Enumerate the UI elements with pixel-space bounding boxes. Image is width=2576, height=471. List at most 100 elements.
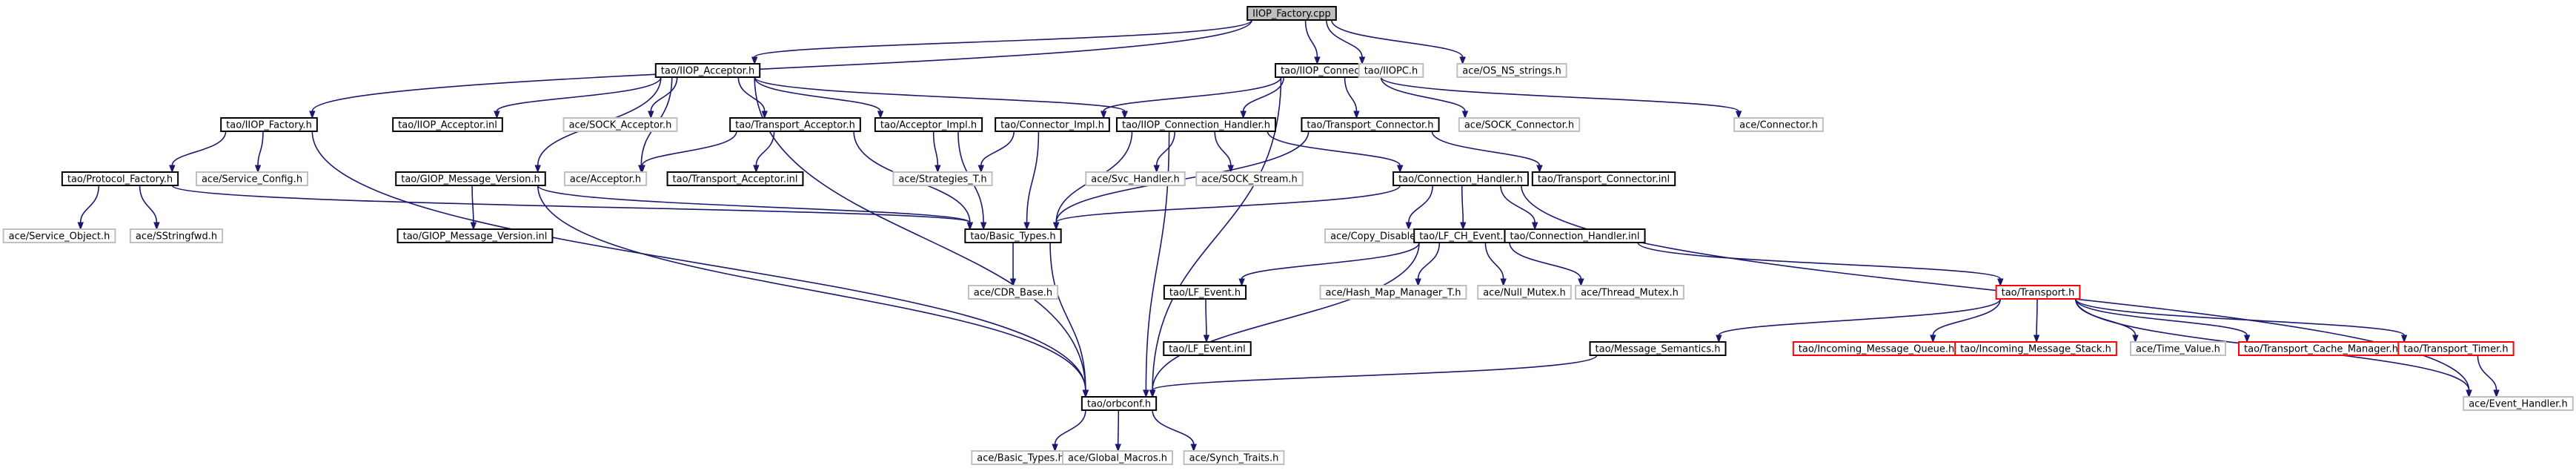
- node-sstringfwd[interactable]: ace/SStringfwd.h: [129, 228, 224, 243]
- node-acceptor-h[interactable]: tao/IIOP_Acceptor.h: [654, 63, 761, 78]
- edge-connector-impl-to-strategies-t: [977, 131, 1015, 174]
- edge-acceptor-h-to-acceptor-impl: [754, 76, 884, 119]
- node-ace-basic-types[interactable]: ace/Basic_Types.h: [971, 450, 1070, 465]
- node-box: [61, 171, 179, 186]
- node-box: [562, 117, 678, 132]
- node-service-object[interactable]: ace/Service_Object.h: [2, 228, 116, 243]
- node-label: tao/Incoming_Message_Stack.h: [1960, 344, 2111, 355]
- node-box: [1575, 285, 1684, 300]
- edge-transport-to-cache-manager: [2074, 298, 2251, 343]
- node-transport[interactable]: tao/Transport.h: [1995, 285, 2081, 300]
- node-cache-manager[interactable]: tao/Transport_Cache_Manager.h: [2238, 341, 2404, 356]
- edge-conn-handler-iiop-to-svc-handler: [1153, 131, 1176, 174]
- node-box: [392, 117, 503, 132]
- node-time-value[interactable]: ace/Time_Value.h: [2130, 341, 2226, 356]
- node-connector-impl[interactable]: tao/Connector_Impl.h: [995, 117, 1110, 132]
- node-event-handler[interactable]: ace/Event_Handler.h: [2463, 396, 2574, 411]
- node-cdr-base[interactable]: ace/CDR_Base.h: [967, 285, 1059, 300]
- node-label: IIOP_Factory.cpp: [1252, 9, 1331, 20]
- node-incoming-stack[interactable]: tao/Incoming_Message_Stack.h: [1954, 341, 2117, 356]
- node-connection-handler[interactable]: tao/Connection_Handler.h: [1392, 171, 1529, 186]
- node-box: [654, 63, 761, 78]
- node-service-config[interactable]: ace/Service_Config.h: [195, 171, 309, 186]
- node-thread-mutex[interactable]: ace/Thread_Mutex.h: [1575, 285, 1684, 300]
- node-transport-acceptor-inl[interactable]: tao/Transport_Acceptor.inl: [666, 171, 804, 186]
- node-sock-acceptor[interactable]: ace/SOCK_Acceptor.h: [562, 117, 678, 132]
- node-factory-h[interactable]: tao/IIOP_Factory.h: [220, 117, 318, 132]
- node-box: [1733, 117, 1824, 132]
- edge-orbconf-to-global-macros: [1115, 409, 1121, 452]
- node-transport-acceptor[interactable]: tao/Transport_Acceptor.h: [729, 117, 861, 132]
- node-label: tao/IIOP_Acceptor.inl: [398, 120, 497, 131]
- node-box: [995, 117, 1110, 132]
- edge-root-to-acceptor-h: [751, 19, 1252, 65]
- node-iiopc-h[interactable]: tao/IIOPC.h: [1358, 63, 1424, 78]
- edge-giop-msg-version-to-giop-msg-version-inl: [470, 185, 477, 231]
- node-orbconf[interactable]: tao/orbconf.h: [1080, 396, 1158, 411]
- node-label: tao/Message_Semantics.h: [1596, 344, 1721, 355]
- node-incoming-queue[interactable]: tao/Incoming_Message_Queue.h: [1792, 341, 1961, 356]
- node-transport-connector-inl[interactable]: tao/Transport_Connector.inl: [1531, 171, 1676, 186]
- node-null-mutex[interactable]: ace/Null_Mutex.h: [1477, 285, 1572, 300]
- node-copy-disabled[interactable]: ace/Copy_Disabled.h: [1324, 228, 1437, 243]
- node-box: [1319, 285, 1467, 300]
- node-label: ace/Event_Handler.h: [2469, 399, 2568, 410]
- node-label: tao/Transport.h: [2002, 288, 2075, 299]
- node-os-ns-strings[interactable]: ace/OS_NS_strings.h: [1456, 63, 1567, 78]
- node-root[interactable]: IIOP_Factory.cpp: [1246, 6, 1337, 21]
- edge-connector-h-to-connector-impl: [1100, 76, 1282, 119]
- edge-basic-types-to-orbconf: [1049, 242, 1089, 398]
- node-label: tao/IIOP_Factory.h: [226, 120, 312, 131]
- node-transport-timer[interactable]: tao/Transport_Timer.h: [2397, 341, 2514, 356]
- node-label: tao/LF_Event.h: [1169, 288, 1241, 299]
- node-lf-ch-event[interactable]: tao/LF_CH_Event.h: [1413, 228, 1516, 243]
- node-giop-msg-version-inl[interactable]: tao/GIOP_Message_Version.inl: [396, 228, 554, 243]
- node-ace-acceptor[interactable]: ace/Acceptor.h: [563, 171, 648, 186]
- node-acceptor-impl[interactable]: tao/Acceptor_Impl.h: [874, 117, 983, 132]
- edge-transport-acceptor-to-ace-acceptor: [639, 131, 737, 174]
- edge-root-to-os-ns-strings: [1331, 19, 1466, 65]
- node-box: [1504, 228, 1646, 243]
- node-label: ace/Global_Macros.h: [1068, 453, 1167, 464]
- node-label: tao/Transport_Cache_Manager.h: [2244, 344, 2398, 355]
- node-sock-stream[interactable]: ace/SOCK_Stream.h: [1195, 171, 1304, 186]
- node-label: ace/SOCK_Connector.h: [1464, 120, 1574, 131]
- node-global-macros[interactable]: ace/Global_Macros.h: [1062, 450, 1173, 465]
- edge-connector-h-to-sock-connector: [1380, 76, 1469, 119]
- node-strategies-t[interactable]: ace/Strategies_T.h: [892, 171, 993, 186]
- edge-orbconf-to-ace-basic-types: [1052, 409, 1086, 452]
- node-sock-connector[interactable]: ace/SOCK_Connector.h: [1458, 117, 1581, 132]
- node-label: tao/IIOP_Acceptor.h: [661, 66, 754, 77]
- edge-protocol-factory-to-basic-types: [171, 185, 974, 231]
- node-conn-handler-iiop[interactable]: tao/IIOP_Connection_Handler.h: [1115, 117, 1277, 132]
- node-label: tao/Incoming_Message_Queue.h: [1799, 344, 1954, 355]
- node-label: tao/GIOP_Message_Version.inl: [403, 231, 548, 243]
- node-label: tao/Connector_Impl.h: [1000, 120, 1104, 131]
- node-protocol-factory[interactable]: tao/Protocol_Factory.h: [61, 171, 179, 186]
- node-label: ace/Service_Config.h: [202, 174, 302, 185]
- node-acceptor-inl[interactable]: tao/IIOP_Acceptor.inl: [392, 117, 503, 132]
- node-connection-handler-inl[interactable]: tao/Connection_Handler.inl: [1504, 228, 1646, 243]
- node-hash-map-manager[interactable]: ace/Hash_Map_Manager_T.h: [1319, 285, 1467, 300]
- edge-conn-handler-iiop-to-connection-handler: [1267, 131, 1404, 174]
- node-label: ace/Copy_Disabled.h: [1330, 231, 1431, 243]
- edge-factory-h-to-protocol-factory: [169, 131, 227, 174]
- node-synch-traits[interactable]: ace/Synch_Traits.h: [1183, 450, 1285, 465]
- node-svc-handler[interactable]: ace/Svc_Handler.h: [1085, 171, 1186, 186]
- node-basic-types[interactable]: tao/Basic_Types.h: [964, 228, 1062, 243]
- node-label: ace/Thread_Mutex.h: [1581, 288, 1679, 299]
- node-message-semantics[interactable]: tao/Message_Semantics.h: [1589, 341, 1727, 356]
- node-transport-connector[interactable]: tao/Transport_Connector.h: [1301, 117, 1440, 132]
- node-box: [396, 228, 554, 243]
- node-giop-msg-version[interactable]: tao/GIOP_Message_Version.h: [395, 171, 546, 186]
- node-lf-event[interactable]: tao/LF_Event.h: [1163, 285, 1247, 300]
- node-lf-event-inl[interactable]: tao/LF_Event.inl: [1163, 341, 1252, 356]
- edge-transport-timer-to-event-handler: [2477, 355, 2500, 398]
- node-ace-connector[interactable]: ace/Connector.h: [1733, 117, 1824, 132]
- node-box: [1301, 117, 1440, 132]
- node-box: [2130, 341, 2226, 356]
- edge-connection-handler-to-connection-handler-inl: [1500, 185, 1538, 231]
- node-label: ace/Time_Value.h: [2136, 344, 2220, 355]
- edge-connector-h-to-ace-connector: [1380, 76, 1742, 119]
- node-label: tao/orbconf.h: [1087, 399, 1151, 410]
